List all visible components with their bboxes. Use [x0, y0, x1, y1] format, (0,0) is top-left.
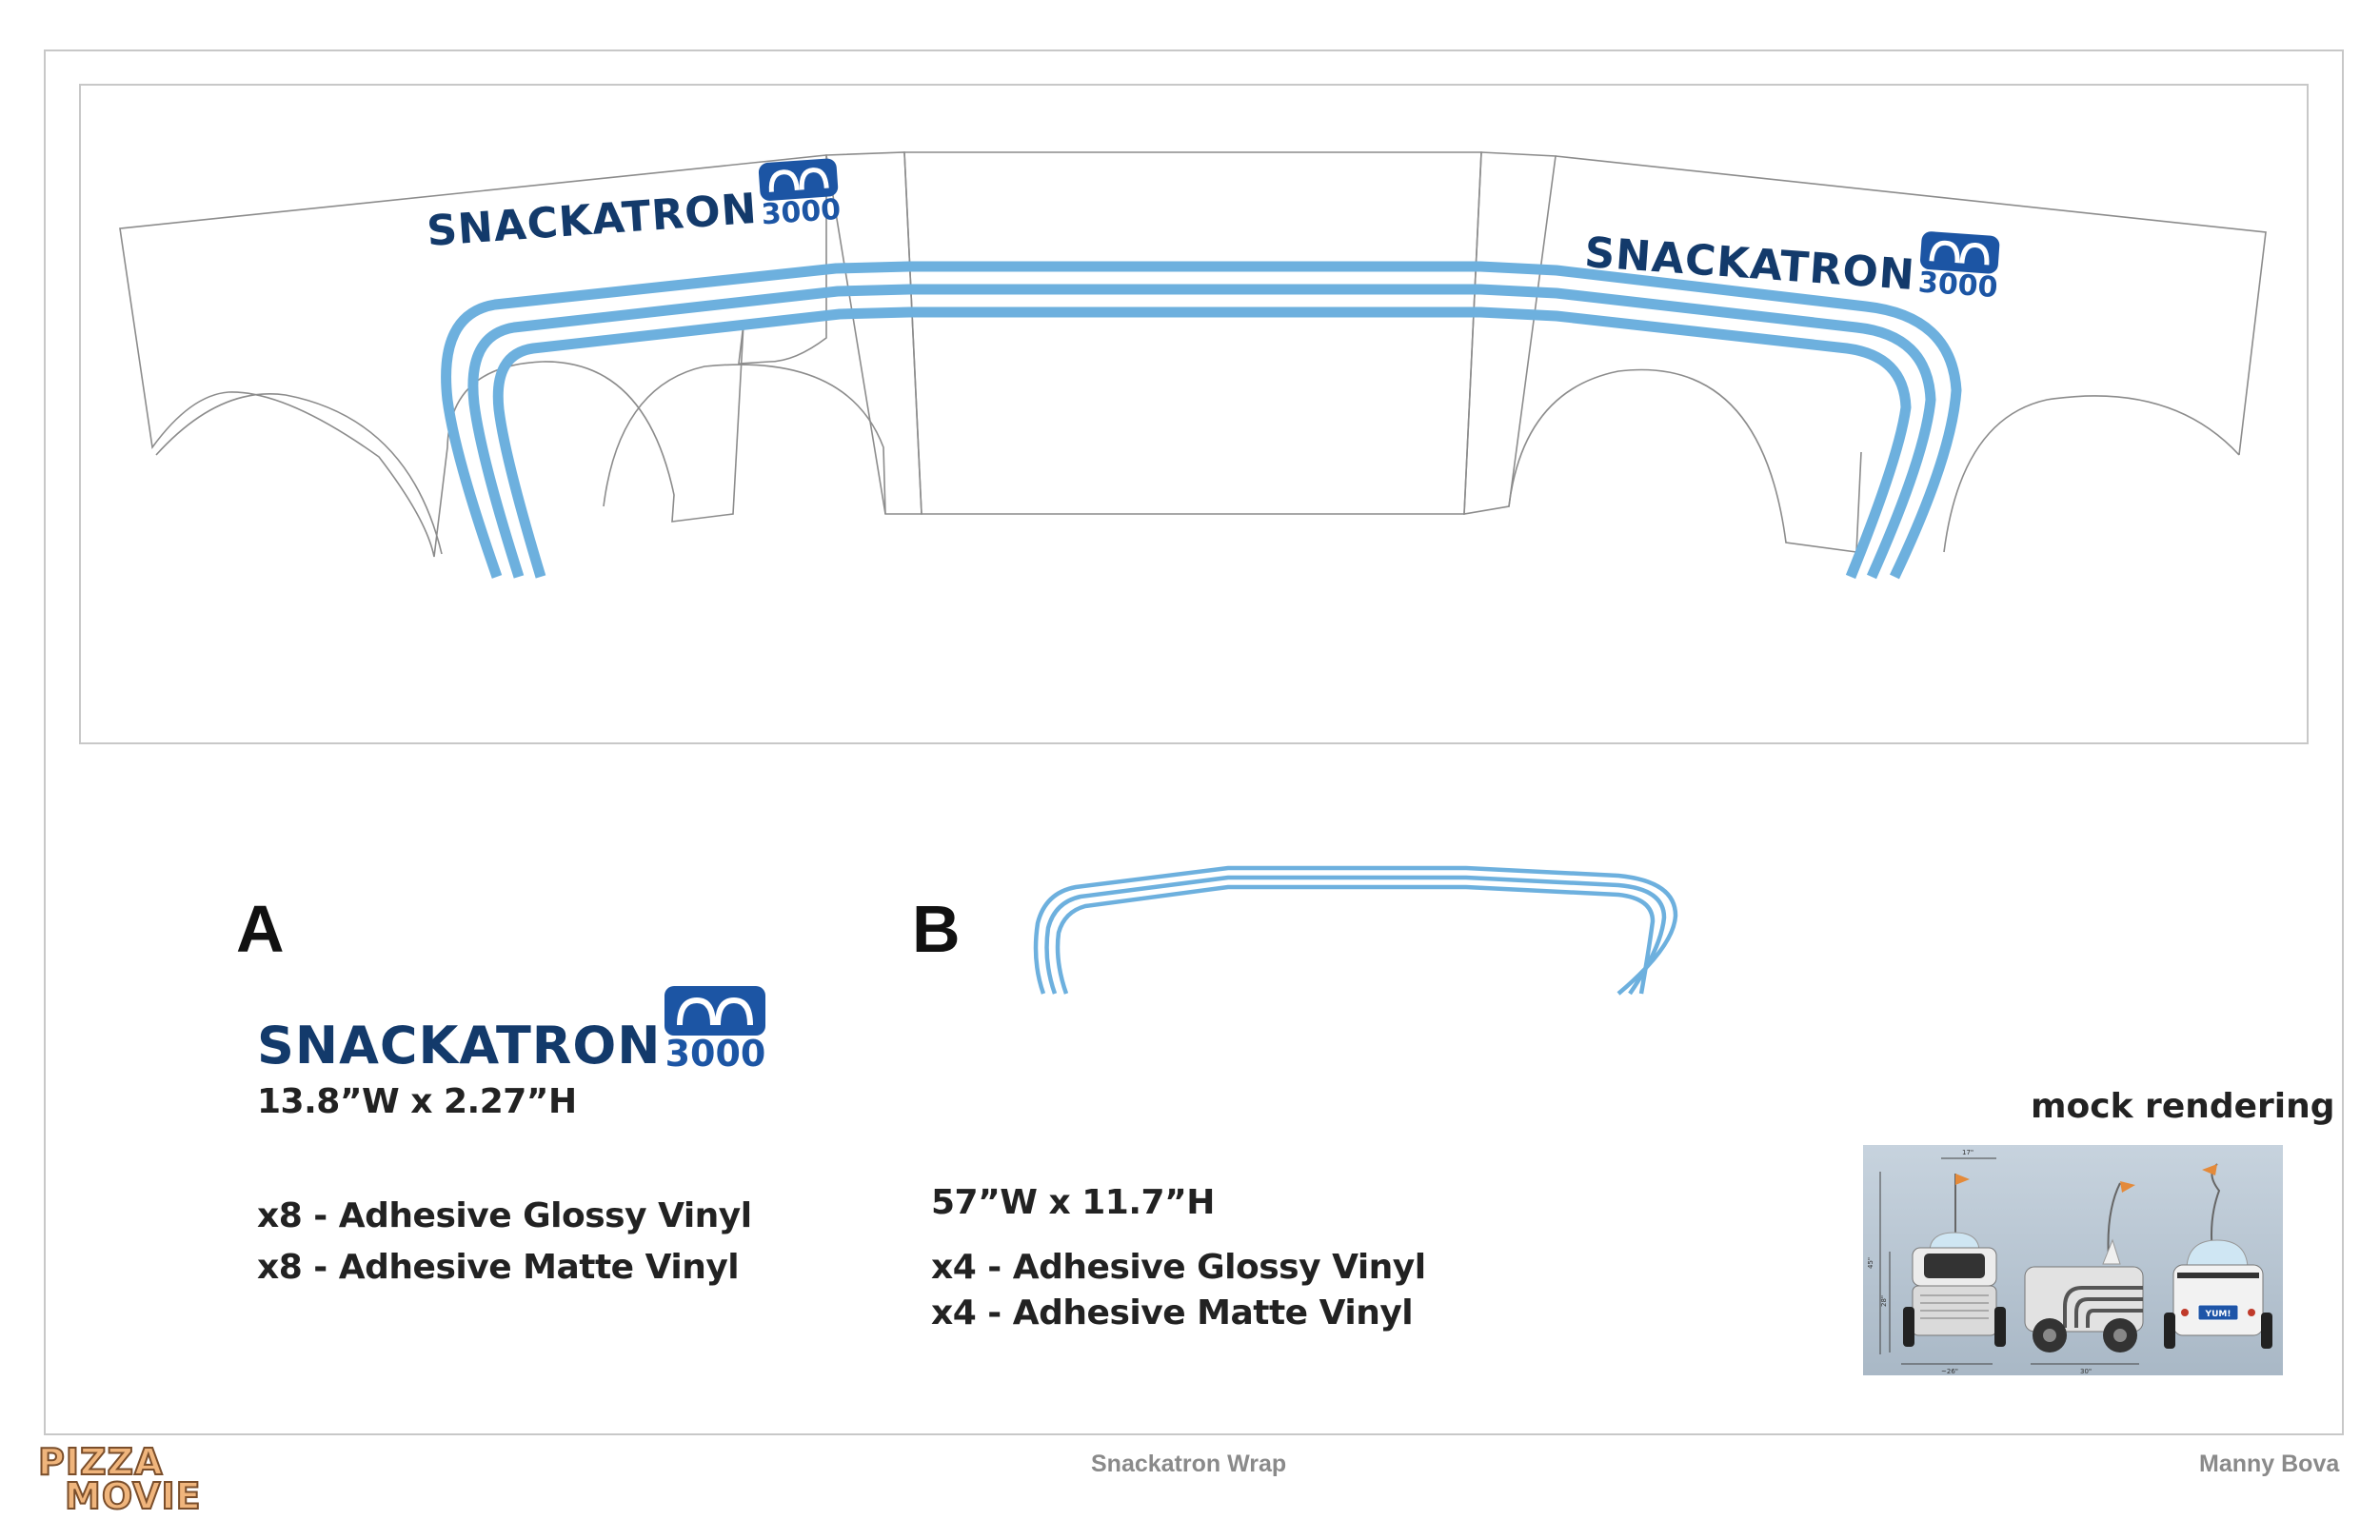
section-b-material-glossy: x4 - Adhesive Glossy Vinyl [931, 1248, 1426, 1287]
center-panel-outline [903, 151, 1482, 515]
mock-dim-bottom-2: 30" [2080, 1368, 2092, 1375]
mock-dim-bottom-1: ~26" [1941, 1368, 1958, 1375]
eyes-icon [758, 157, 840, 202]
sheet-border [44, 49, 2344, 1435]
section-a-material-matte: x8 - Adhesive Matte Vinyl [257, 1248, 740, 1287]
stripe-preview-3 [1055, 884, 1656, 995]
logo-number: 3000 [664, 1033, 766, 1075]
sheet-title: Snackatron Wrap [1091, 1451, 1287, 1477]
snackatron-logo-right: SNACKATRON 3000 [1583, 207, 2001, 306]
stripe-preview-1 [1033, 865, 1678, 996]
right-panel-outline [1555, 155, 2267, 456]
right-wheel-arch-1 [1508, 368, 1862, 553]
logo-number: 3000 [760, 192, 843, 232]
mock-robot-front [1903, 1174, 2006, 1347]
logo-wordmark: SNACKATRON [257, 1016, 662, 1076]
section-a-label: A [236, 892, 285, 966]
section-b-material-matte: x4 - Adhesive Matte Vinyl [931, 1293, 1414, 1333]
snackatron-logo-a: SNACKATRON 3000 [257, 986, 766, 1076]
mock-rendering-caption: mock rendering [2031, 1087, 2335, 1126]
pizza-movie-logo-line2: MOVIE [64, 1475, 202, 1518]
mock-dim-top: 17" [1962, 1149, 1973, 1156]
logo-number: 3000 [1916, 266, 1999, 306]
mock-robot-side [2024, 1181, 2144, 1352]
section-b-label: B [912, 892, 961, 966]
sheet-author: Manny Bova [2199, 1451, 2340, 1477]
right-joiner [1463, 151, 1557, 515]
eyes-icon [664, 986, 766, 1036]
left-wheel-arch-2 [603, 364, 886, 515]
pizza-movie-logo-line1: PIZZA [37, 1441, 164, 1483]
stripe-upper-1 [441, 261, 1962, 580]
stripe-upper-2 [467, 284, 1936, 580]
stripe-upper-3 [492, 306, 1912, 580]
stripe-preview-2 [1044, 875, 1667, 996]
right-wheel-arch-2 [1943, 395, 2240, 553]
pizza-movie-logo: PIZZA MOVIE [37, 1441, 202, 1518]
snackatron-logo-left: SNACKATRON 3000 [424, 157, 843, 256]
mock-dim-left-1: 45" [1867, 1257, 1874, 1269]
mock-robot-back: YUM! [2164, 1163, 2272, 1349]
mock-dim-left-2: 28" [1880, 1295, 1888, 1307]
section-a-size: 13.8”W x 2.27”H [257, 1082, 577, 1121]
eyes-icon [1919, 230, 2001, 275]
left-wheel-arch-1 [155, 393, 443, 555]
section-a-material-glossy: x8 - Adhesive Glossy Vinyl [257, 1196, 752, 1235]
section-b-size: 57”W x 11.7”H [931, 1183, 1215, 1222]
mock-rendering-image: 17" 45" 28" ~26" 30" [1863, 1145, 2283, 1375]
mock-license-plate: YUM! [2205, 1310, 2231, 1319]
wrap-template-frame [79, 84, 2309, 744]
